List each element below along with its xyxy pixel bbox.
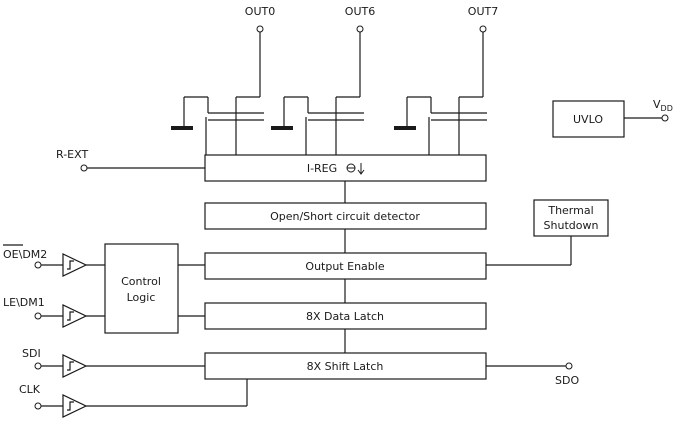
schmitt-buffer-icon: [62, 304, 88, 328]
output-enable-label: Output Enable: [305, 260, 384, 273]
control-logic-block: [104, 243, 179, 334]
output-stage-out7: [394, 32, 487, 155]
schmitt-buffer-icon: [62, 253, 88, 277]
le-dm1-terminal: [34, 312, 42, 320]
output-enable-block: [204, 252, 487, 280]
data-latch-block: [204, 302, 487, 330]
open-short-detector-label: Open/Short circuit detector: [270, 210, 420, 223]
current-source-icon: [346, 163, 365, 175]
ireg-block: [204, 154, 487, 182]
ground-symbol: [394, 126, 416, 130]
le-dm1-label: LE\DM1: [3, 296, 45, 309]
out6-label: OUT6: [345, 5, 375, 18]
out0-terminal: [256, 25, 264, 33]
oe-dm2-terminal: [34, 261, 42, 269]
output-stage-out0: [171, 32, 264, 155]
thermal-shutdown-block: [533, 199, 609, 237]
uvlo-block: [552, 100, 625, 138]
oe-dm2-label: OE\DM2: [3, 248, 47, 261]
output-stage-out6: [271, 32, 364, 155]
sdi-label: SDI: [22, 347, 41, 360]
schmitt-buffer-icon: [62, 354, 88, 378]
out6-terminal: [356, 25, 364, 33]
control-logic-label-line1: Control: [121, 275, 161, 288]
sdo-terminal: [565, 362, 573, 370]
control-logic-label-line2: Logic: [127, 291, 156, 304]
rext-terminal: [80, 164, 88, 172]
vdd-label: VDD: [653, 98, 673, 113]
thermal-shutdown-label-line2: Shutdown: [544, 219, 599, 232]
rext-label: R-EXT: [56, 148, 88, 161]
shift-latch-label: 8X Shift Latch: [307, 360, 384, 373]
ground-symbol: [271, 126, 293, 130]
out0-label: OUT0: [245, 5, 275, 18]
out7-label: OUT7: [468, 5, 498, 18]
clk-label: CLK: [19, 383, 41, 396]
ground-symbol: [171, 126, 193, 130]
data-latch-label: 8X Data Latch: [306, 310, 384, 323]
out7-terminal: [479, 25, 487, 33]
clk-terminal: [34, 402, 42, 410]
ireg-label: I-REG: [307, 162, 337, 175]
schmitt-buffer-icon: [62, 394, 88, 418]
sdo-label: SDO: [555, 374, 579, 387]
open-short-detector-block: [204, 202, 487, 230]
sdi-terminal: [34, 362, 42, 370]
vdd-terminal: [661, 114, 669, 122]
uvlo-label: UVLO: [573, 113, 603, 126]
thermal-shutdown-label-line1: Thermal: [547, 204, 593, 217]
